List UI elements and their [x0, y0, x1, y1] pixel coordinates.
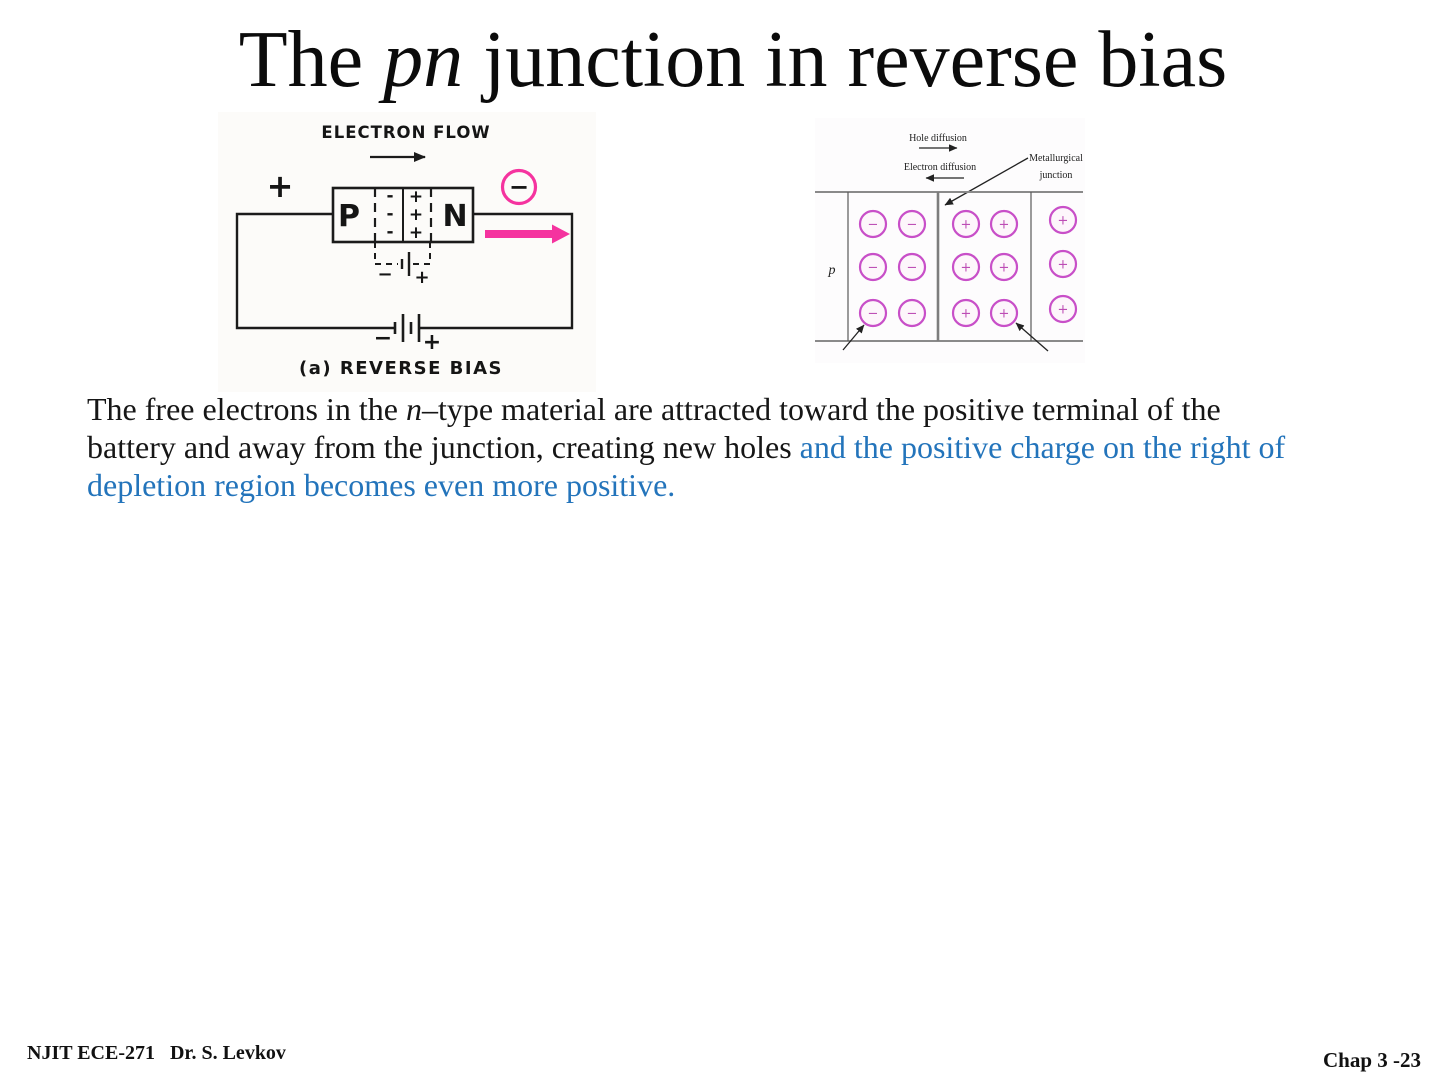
donor-ion-symbol: +	[1058, 214, 1069, 229]
n-region-label: N	[442, 199, 467, 234]
hole-diffusion-label: Hole diffusion	[909, 133, 967, 144]
donor-ion-symbol: +	[961, 307, 972, 322]
depletion-region-figure: Hole diffusion Electron diffusion Metall…	[815, 118, 1085, 363]
sub-battery-plus-label: +	[414, 267, 429, 288]
depletion-plus-sign: +	[409, 223, 423, 243]
body-line1-black: The free electrons in the	[87, 391, 406, 427]
acceptor-ion-pointer-arrow	[842, 324, 865, 351]
donor-ion-circle	[1048, 294, 1078, 324]
subcircuit-right-dash	[412, 242, 431, 265]
page-title: The pn junction in reverse bias	[0, 16, 1440, 104]
footer-page-label: Chap 3 -23	[1322, 1048, 1421, 1072]
p-region-label: P	[338, 199, 360, 234]
depletion-minus-sign: -	[386, 204, 393, 224]
acceptor-ion-symbol: −	[907, 218, 918, 233]
body-line-1: The free electrons in the n–type materia…	[87, 390, 1327, 428]
depletion-plus-sign: +	[409, 187, 423, 207]
acceptor-ion-circle	[858, 209, 888, 239]
reverse-bias-circuit-svg: ELECTRON FLOW + P N - - - + + + − + − + …	[235, 123, 574, 379]
acceptor-ion-symbol: −	[907, 307, 918, 322]
metallurgical-junction-arrow	[944, 157, 1029, 206]
acceptor-ion-circle	[897, 252, 927, 282]
battery: − +	[374, 314, 441, 355]
p-bulk-label: p	[828, 263, 836, 278]
electron-flow-label: ELECTRON FLOW	[321, 123, 490, 142]
electron-diffusion-label: Electron diffusion	[904, 162, 976, 173]
acceptor-ion-symbol: −	[868, 261, 879, 276]
acceptor-ion-circle	[897, 209, 927, 239]
donor-ion-pointer-arrow	[1015, 322, 1049, 352]
body-line2-black: battery and away from the junction, crea…	[87, 429, 800, 465]
donor-ion-symbol: +	[999, 261, 1010, 276]
negative-terminal-highlight-circle	[500, 168, 538, 206]
acceptor-ion-symbol: −	[868, 218, 879, 233]
highlight-arrow-head	[552, 224, 570, 244]
depletion-minus-sign: -	[386, 186, 393, 206]
donor-ion-circle	[951, 298, 981, 328]
donor-ion-symbol: +	[961, 218, 972, 233]
subcircuit-left-dash	[374, 242, 398, 265]
electron-flow-highlight-arrow	[485, 224, 570, 244]
acceptor-ion-symbol: −	[868, 307, 879, 322]
left-wire	[235, 212, 394, 330]
depletion-minus-sign: -	[386, 222, 393, 242]
metallurgical-label-line1: Metallurgical	[1029, 153, 1083, 164]
body-line1-black-cont: –type material are attracted toward the …	[421, 391, 1221, 427]
body-line2-blue: and the positive charge on the right of	[799, 429, 1286, 465]
acceptor-ion-circle	[858, 252, 888, 282]
body-line-3: depletion region becomes even more posit…	[87, 466, 1327, 504]
donor-ion-circle	[1048, 249, 1078, 279]
donor-ion-circle	[1048, 205, 1078, 235]
metallurgical-label-line2: junction	[1039, 170, 1073, 181]
body-line3-blue: depletion region becomes even more posit…	[87, 467, 676, 503]
donor-ion-symbol: +	[961, 261, 972, 276]
body-line-2: battery and away from the junction, crea…	[87, 428, 1327, 466]
battery-plus-label: +	[423, 330, 441, 355]
donor-ion-circle	[989, 252, 1019, 282]
depletion-plus-sign: +	[409, 205, 423, 225]
depletion-region-svg: Hole diffusion Electron diffusion Metall…	[815, 133, 1083, 352]
acceptor-ion-circle	[858, 298, 888, 328]
donor-ion-circle	[989, 298, 1019, 328]
acceptor-ion-circle	[897, 298, 927, 328]
title-pre: The	[238, 16, 384, 104]
donor-ion-circle	[951, 252, 981, 282]
negative-terminal-minus: −	[509, 173, 529, 201]
donor-ion-symbol: +	[999, 307, 1010, 322]
donor-ion-circle	[951, 209, 981, 239]
body-text: The free electrons in the n–type materia…	[87, 390, 1327, 504]
ion-grid: − − − − − − + + + + + + + + +	[858, 205, 1078, 328]
right-wire	[420, 212, 574, 330]
positive-terminal-label: +	[267, 167, 294, 205]
figure-caption: (a) REVERSE BIAS	[299, 358, 503, 379]
body-n-italic: n	[405, 391, 422, 427]
donor-ion-symbol: +	[1058, 258, 1069, 273]
title-pn-italic: pn	[383, 16, 464, 104]
title-post: junction in reverse bias	[463, 16, 1228, 104]
metallurgical-junction-label: Metallurgical junction	[1029, 153, 1083, 181]
depletion-potential-subcircuit: − +	[374, 242, 431, 288]
donor-ion-symbol: +	[999, 218, 1010, 233]
acceptor-ion-symbol: −	[907, 261, 918, 276]
donor-ion-circle	[989, 209, 1019, 239]
sub-battery-minus-label: −	[377, 264, 392, 285]
battery-minus-label: −	[374, 326, 392, 351]
reverse-bias-circuit-figure: ELECTRON FLOW + P N - - - + + + − + − + …	[218, 112, 596, 392]
donor-ion-symbol: +	[1058, 303, 1069, 318]
footer-course-label: NJIT ECE-271 Dr. S. Levkov	[27, 1042, 286, 1064]
